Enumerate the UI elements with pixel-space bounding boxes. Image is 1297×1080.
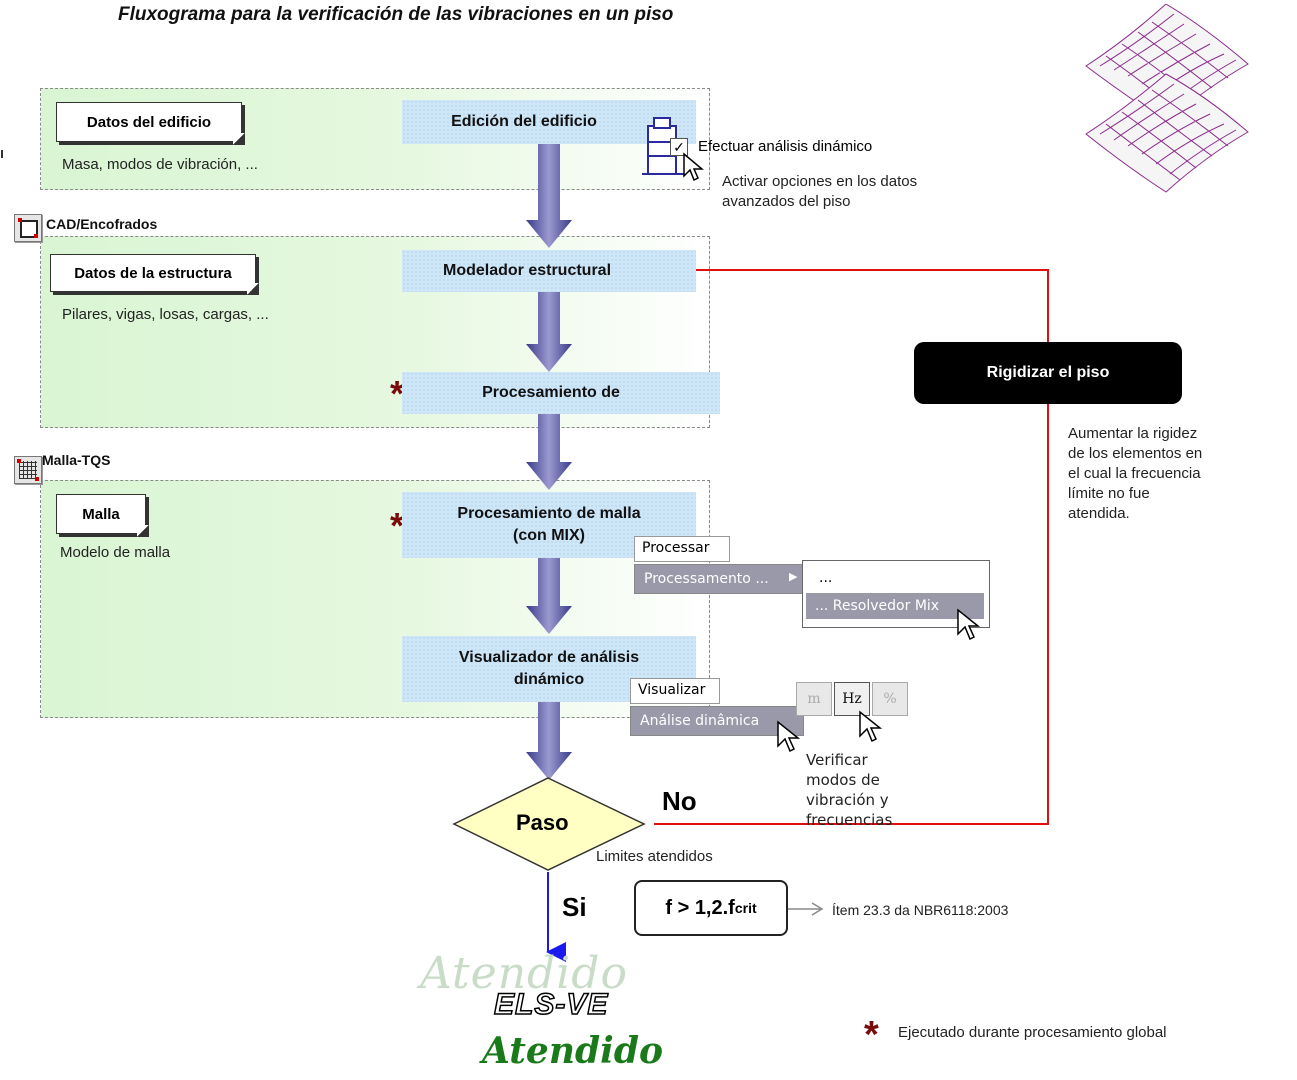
global-processing-star: *	[390, 373, 405, 414]
process-menu-top-label: Processar	[642, 540, 710, 556]
building-edit-label: Edición del edificio	[451, 113, 597, 130]
cad-module-label: CAD/Encofrados	[46, 216, 158, 232]
result-status: Atendido	[482, 1030, 664, 1072]
view-menu-top-label: Visualizar	[638, 682, 706, 698]
cursor-icon	[683, 152, 704, 182]
global-processing-star: *	[390, 505, 405, 546]
submenu-arrow-icon: ▶	[789, 570, 798, 583]
percent-button[interactable]: %	[872, 682, 908, 716]
process-submenu-selected-label: ... Resolvedor Mix	[815, 598, 940, 614]
grid-card-label: Malla	[82, 505, 120, 523]
grid-module-icon	[14, 456, 42, 484]
stiffen-note-line: atendida.	[1068, 505, 1130, 522]
grid-processing-step[interactable]: Procesamiento de malla (con MIX)	[402, 492, 696, 558]
structure-data-subtitle: Pilares, vigas, losas, cargas, ...	[62, 306, 269, 323]
criterion-main: f > 1,2.f	[665, 896, 735, 919]
building-data-card: Datos del edificio	[56, 102, 245, 145]
grid-card: Malla	[56, 494, 149, 537]
building-data-subtitle: Masa, modos de vibración, ...	[62, 156, 258, 173]
down-arrow	[526, 143, 572, 248]
dynamic-viewer-line1: Visualizador de análisis	[458, 649, 640, 666]
no-label: No	[662, 786, 697, 816]
down-arrow	[526, 414, 572, 490]
grid-subtitle: Modelo de malla	[60, 544, 171, 561]
process-submenu-item[interactable]: ...	[819, 570, 833, 586]
process-menu-item[interactable]: Processamento ... ▶	[634, 564, 806, 594]
grid-module-label: Malla-TQS	[42, 452, 111, 468]
building-option-note-line2: avanzados del piso	[722, 193, 851, 210]
view-menu-note-line1: Verificar modos de	[806, 751, 880, 789]
yes-label: Si	[562, 892, 587, 922]
cursor-icon	[957, 608, 981, 641]
view-menu-item[interactable]: Análise dinâmica	[630, 706, 804, 736]
criterion-reference: Ítem 23.3 da NBR6118:2003	[832, 902, 1009, 918]
process-menu-item-label: Processamento ...	[644, 571, 769, 587]
decision-note: Limites atendidos	[596, 848, 713, 865]
structural-modeler-step[interactable]: Modelador estructural	[402, 250, 696, 292]
processing-step[interactable]: Procesamiento de	[402, 372, 720, 414]
view-menu-top[interactable]: Visualizar	[630, 678, 720, 704]
dynamic-viewer-step[interactable]: Visualizador de análisis dinámico	[402, 636, 696, 702]
legend-star: *	[864, 1014, 879, 1056]
structure-data-card: Datos de la estructura	[50, 254, 259, 295]
process-menu-top[interactable]: Processar	[634, 536, 730, 562]
down-arrow	[526, 292, 572, 372]
stiffen-note-line: de los elementos en	[1068, 445, 1203, 462]
process-submenu-selected[interactable]: ... Resolvedor Mix	[806, 593, 984, 619]
grid-processing-line2: (con MIX)	[513, 527, 585, 544]
result-code: ELS-VE	[493, 987, 609, 1022]
down-arrow	[526, 558, 572, 634]
down-arrow	[526, 702, 572, 780]
feedback-line	[652, 260, 1049, 825]
vibration-mode-illustration	[1085, 4, 1249, 193]
stiffen-floor-box[interactable]: Rigidizar el piso	[914, 342, 1182, 404]
dynamic-analysis-checkbox[interactable]: ✓	[670, 138, 688, 156]
legend-text: Ejecutado durante procesamiento global	[898, 1024, 1167, 1041]
stiffen-floor-label: Rigidizar el piso	[986, 364, 1110, 381]
grid-processing-line1: Procesamiento de malla	[457, 505, 641, 522]
criterion-sub: crit	[734, 900, 757, 916]
view-menu-item-label: Análise dinâmica	[640, 713, 760, 729]
dynamic-viewer-line2: dinámico	[513, 671, 585, 688]
view-menu-note-line2: vibración y frecuencias	[806, 791, 893, 829]
cursor-icon	[777, 720, 801, 753]
diagram-title: Fluxograma para la verificación de las v…	[118, 4, 674, 25]
stiffen-note-line: el cual la frecuencia	[1068, 465, 1201, 482]
building-option-note: Activar opciones en los datos avanzados …	[722, 172, 917, 212]
decision-diamond	[452, 777, 646, 871]
structure-data-label: Datos de la estructura	[74, 264, 232, 282]
view-menu-note: Verificar modos de vibración y frecuenci…	[806, 750, 892, 830]
structural-modeler-label: Modelador estructural	[442, 262, 612, 279]
mode-button[interactable]: m	[796, 682, 832, 716]
result-faded: Atendido	[420, 948, 628, 999]
processing-label: Procesamiento de	[482, 384, 620, 401]
stiffen-note-line: límite no fue	[1068, 485, 1150, 502]
hz-button[interactable]: Hz	[834, 682, 870, 716]
building-option-note-line1: Activar opciones en los datos	[722, 173, 918, 190]
cad-module-icon	[14, 214, 42, 242]
cursor-icon	[859, 710, 883, 743]
decision-label: Paso	[516, 810, 569, 835]
dynamic-analysis-label: Efectuar análisis dinámico	[698, 138, 873, 155]
stiffen-note: Aumentar la rigidez de los elementos en …	[1068, 424, 1202, 524]
building-data-label: Datos del edificio	[86, 113, 212, 131]
reference-arrowhead	[811, 902, 824, 916]
stiffen-note-line: Aumentar la rigidez	[1068, 425, 1198, 442]
